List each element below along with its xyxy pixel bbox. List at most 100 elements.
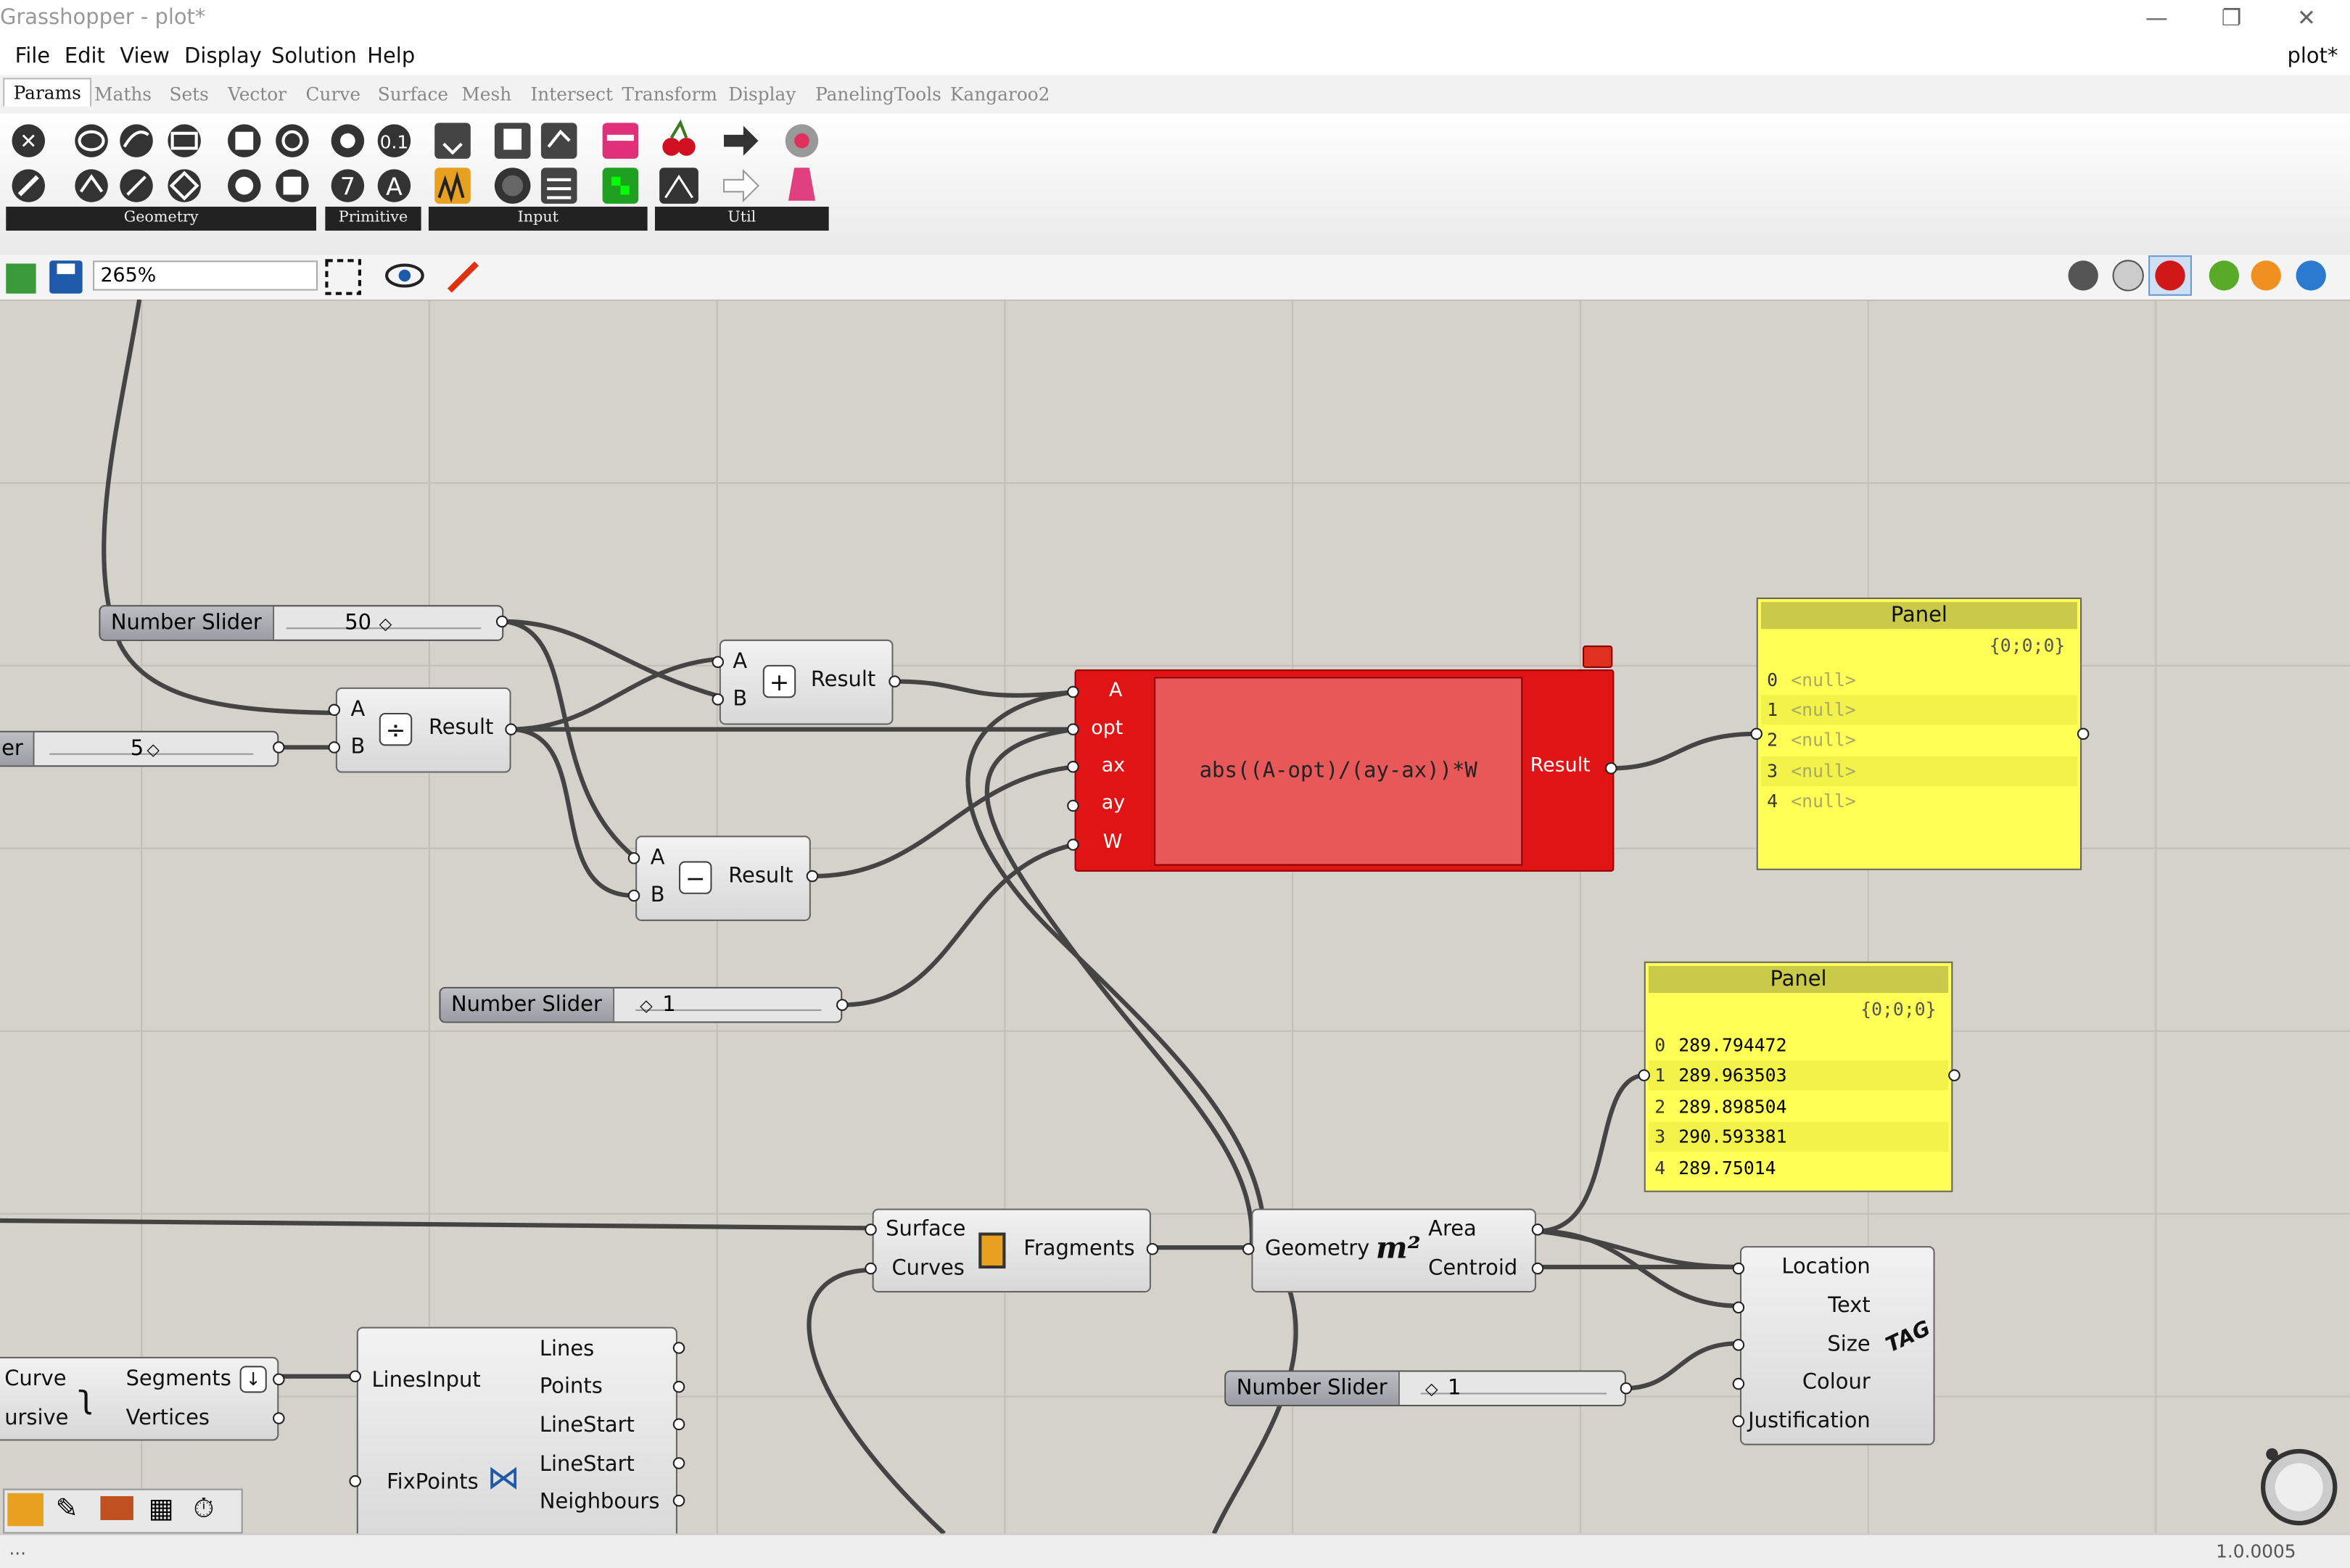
tab-curve[interactable]: Curve	[305, 83, 361, 105]
number-slider-top[interactable]: Number Slider 50 ◇	[99, 605, 504, 641]
input-icons[interactable]	[434, 123, 639, 204]
preview-mesh-icon[interactable]	[2209, 260, 2240, 291]
slider-handle-icon[interactable]: ◇	[379, 614, 392, 634]
tab-mesh[interactable]: Mesh	[461, 83, 512, 105]
expression-grip-ay[interactable]	[1067, 799, 1079, 812]
slider-w-output[interactable]	[836, 999, 849, 1011]
primitive-icons[interactable]: 0.1 7 A	[331, 124, 411, 202]
subtraction-input-b-grip[interactable]	[627, 889, 640, 902]
number-slider-size[interactable]: Number Slider 1 ◇	[1224, 1370, 1626, 1407]
slider-size-output[interactable]	[1620, 1382, 1633, 1395]
explode-curve-component[interactable]: Curve ursive ʅ Segments Vertices ↓	[0, 1356, 279, 1441]
linesinput-grip[interactable]	[349, 1370, 361, 1382]
open-file-icon[interactable]	[6, 263, 36, 294]
zoom-level-select[interactable]: 265%	[93, 260, 318, 291]
minimize-button[interactable]: —	[2145, 4, 2168, 32]
number-slider-left[interactable]: er 5 ◇	[0, 730, 279, 767]
menu-view[interactable]: View	[120, 44, 170, 69]
slider-top-output[interactable]	[495, 615, 508, 628]
menu-solution[interactable]: Solution	[271, 44, 357, 69]
widget-pin-icon[interactable]: ✎	[55, 1493, 78, 1525]
slider-handle-icon[interactable]: ◇	[640, 996, 653, 1016]
expression-formula[interactable]: abs((A-opt)/(ay-ax))*W	[1154, 677, 1523, 866]
panel2-input-grip[interactable]	[1638, 1069, 1650, 1081]
area-component[interactable]: Geometry m² Area Centroid	[1251, 1208, 1536, 1293]
number-slider-w[interactable]: Number Slider 1 ◇	[439, 986, 843, 1023]
widget-slider-icon[interactable]	[7, 1493, 44, 1527]
panel2-output-grip[interactable]	[1948, 1069, 1961, 1081]
division-input-a-grip[interactable]	[328, 703, 341, 717]
tab-params[interactable]: Params	[3, 78, 92, 107]
addition-input-a-grip[interactable]	[712, 656, 725, 668]
division-component[interactable]: A B ÷ Result	[335, 687, 511, 773]
util-icons[interactable]	[659, 119, 819, 204]
tag-grip-justification[interactable]	[1732, 1415, 1745, 1427]
close-button[interactable]: ✕	[2297, 4, 2317, 32]
vertices-output-grip[interactable]	[273, 1412, 285, 1424]
expression-component[interactable]: A opt ax ay W abs((A-opt)/(ay-ax))*W Res…	[1074, 669, 1615, 872]
subtraction-input-a-grip[interactable]	[627, 851, 640, 865]
preview-eye-icon[interactable]	[385, 263, 424, 288]
menu-help[interactable]: Help	[367, 44, 416, 69]
tab-intersect[interactable]: Intersect	[530, 83, 613, 105]
lines-output-grip[interactable]	[672, 1342, 685, 1354]
error-balloon-icon[interactable]	[1583, 645, 1613, 668]
tag-grip-location[interactable]	[1732, 1262, 1745, 1275]
fixpoints-grip[interactable]	[349, 1475, 361, 1487]
addition-component[interactable]: A B + Result	[719, 639, 894, 725]
tag-grip-colour[interactable]	[1732, 1377, 1745, 1390]
surface-split-component[interactable]: Surface Curves Fragments	[872, 1208, 1151, 1293]
sketch-pen-icon[interactable]	[447, 261, 479, 293]
subtraction-output-grip[interactable]	[806, 870, 819, 883]
tag-grip-text[interactable]	[1732, 1301, 1745, 1314]
widget-grid-icon[interactable]: ▦	[148, 1493, 174, 1525]
panel-results-null[interactable]: Panel {0;0;0} 0<null> 1<null> 2<null> 3<…	[1756, 597, 2082, 870]
expression-grip-a[interactable]	[1067, 685, 1079, 698]
points-output-grip[interactable]	[672, 1380, 685, 1393]
canvas-navigation-compass-icon[interactable]	[2256, 1441, 2343, 1528]
linestart-output-grip[interactable]	[672, 1418, 685, 1431]
tab-kangaroo2[interactable]: Kangaroo2	[950, 83, 1050, 105]
menu-display[interactable]: Display	[184, 44, 262, 69]
tab-panelingtools[interactable]: PanelingTools	[815, 83, 941, 105]
division-output-grip[interactable]	[505, 723, 517, 735]
preview-wireframe-icon[interactable]	[2068, 260, 2098, 291]
split-input-surface-grip[interactable]	[865, 1224, 877, 1236]
ribbon-group-primitive[interactable]: Primitive	[325, 206, 421, 231]
ribbon-group-util[interactable]: Util	[654, 206, 829, 231]
tab-vector[interactable]: Vector	[228, 83, 287, 105]
panel1-output-grip[interactable]	[2077, 727, 2090, 740]
slider-handle-icon[interactable]: ◇	[1425, 1379, 1438, 1399]
text-tag-component[interactable]: Location Text Size Colour Justification …	[1739, 1246, 1935, 1445]
zoom-extents-icon[interactable]	[325, 259, 361, 295]
tag-grip-size[interactable]	[1732, 1339, 1745, 1351]
area-output-centroid-grip[interactable]	[1531, 1262, 1544, 1275]
menu-file[interactable]: File	[15, 44, 51, 69]
grasshopper-canvas[interactable]: Number Slider 50 ◇ er 5 ◇ A B ÷ Result A…	[0, 300, 2350, 1534]
preview-settings-icon[interactable]	[2296, 260, 2326, 291]
expression-grip-w[interactable]	[1067, 838, 1079, 851]
area-output-area-grip[interactable]	[1531, 1224, 1544, 1236]
linestart2-output-grip[interactable]	[672, 1457, 685, 1469]
division-input-b-grip[interactable]	[328, 741, 341, 754]
split-input-curves-grip[interactable]	[865, 1262, 877, 1275]
geometry-icons[interactable]: ✕	[12, 124, 309, 202]
segments-output-grip[interactable]	[273, 1373, 285, 1386]
arrow-down-icon[interactable]: ↓	[239, 1366, 267, 1393]
tab-maths[interactable]: Maths	[94, 83, 152, 105]
tab-sets[interactable]: Sets	[169, 83, 209, 105]
neighbours-output-grip[interactable]	[672, 1494, 685, 1507]
tab-surface[interactable]: Surface	[377, 83, 449, 105]
tab-transform[interactable]: Transform	[622, 83, 717, 105]
slider-left-output[interactable]	[273, 741, 285, 754]
slider-handle-icon[interactable]: ◇	[147, 740, 160, 759]
addition-output-grip[interactable]	[889, 675, 901, 688]
menu-edit[interactable]: Edit	[64, 44, 105, 69]
panel1-input-grip[interactable]	[1750, 727, 1762, 740]
subtraction-component[interactable]: A B − Result	[635, 835, 811, 921]
widget-timber-icon[interactable]	[100, 1495, 133, 1520]
area-input-grip[interactable]	[1242, 1242, 1255, 1255]
expression-grip-ax[interactable]	[1067, 761, 1079, 773]
addition-input-b-grip[interactable]	[712, 693, 725, 706]
